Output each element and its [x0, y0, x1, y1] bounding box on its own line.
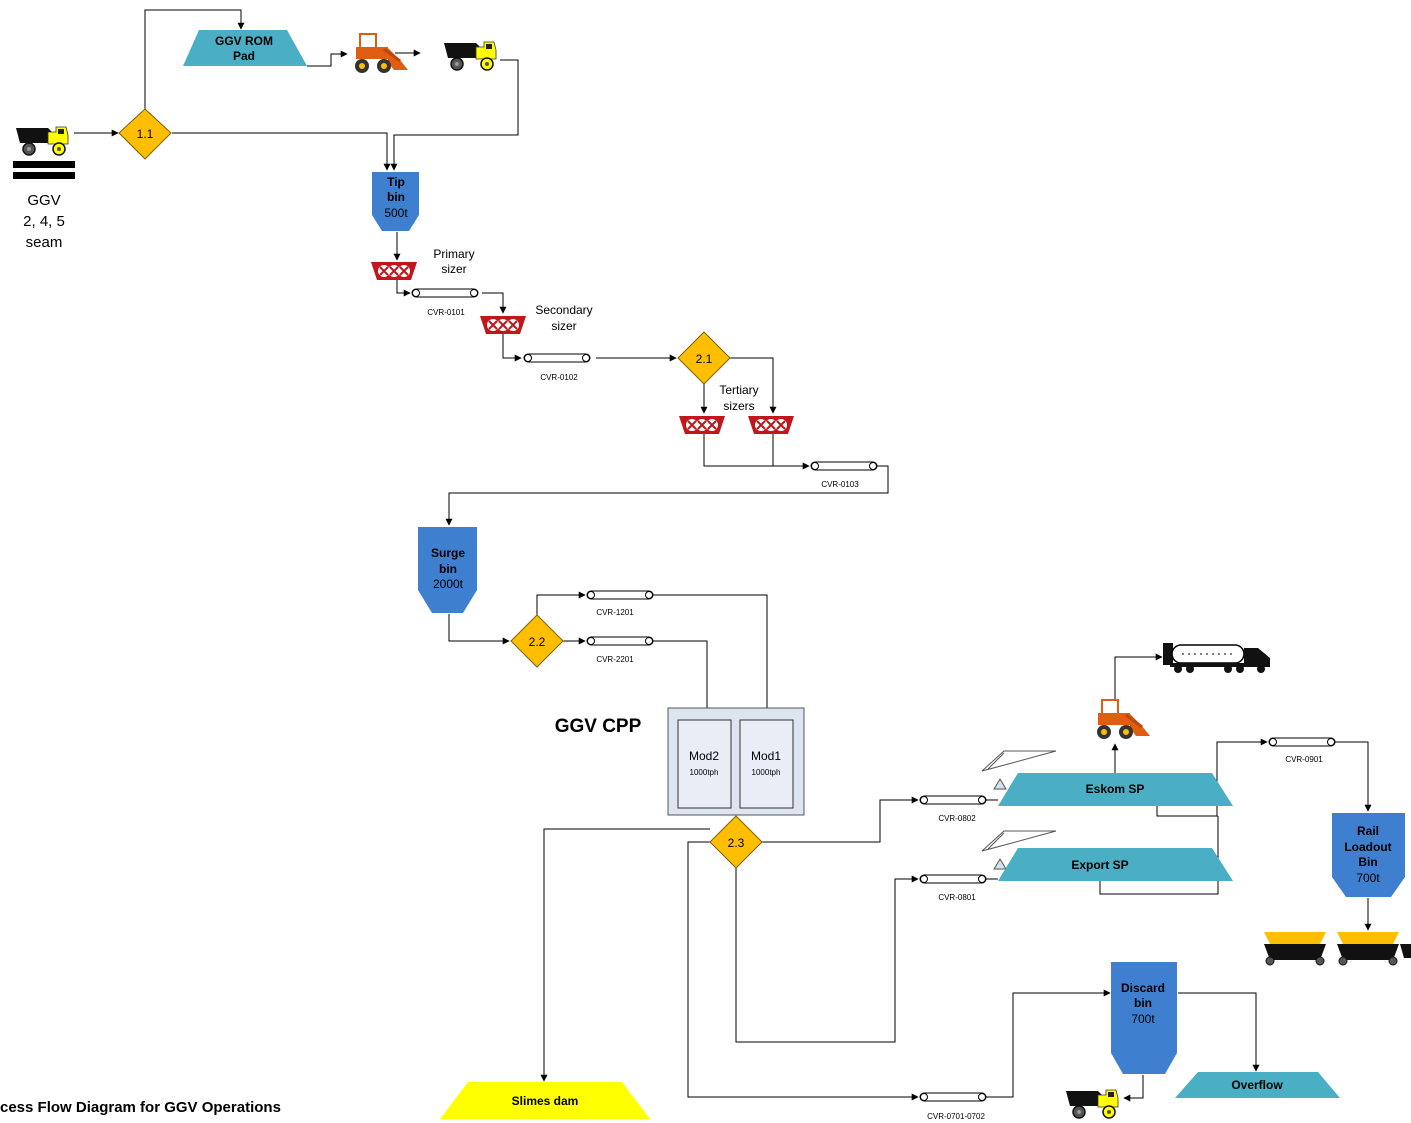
- tertiary-sizers-label-line2: sizers: [723, 399, 754, 413]
- rail-loadout-bin[interactable]: Rail Loadout Bin 700t: [1332, 813, 1405, 897]
- source-label-line3: seam: [26, 234, 63, 251]
- conveyor-cvr-0102-label: CVR-0102: [540, 373, 578, 382]
- slimes-dam-label: Slimes dam: [512, 1094, 579, 1108]
- conveyor-cvr-0901-label: CVR-0901: [1285, 755, 1323, 764]
- rail-bin-label-line3: Bin: [1358, 855, 1377, 869]
- cpp-mod1-name: Mod1: [751, 749, 781, 763]
- truck-icon: [443, 41, 497, 71]
- discard-bin-capacity: 700t: [1131, 1012, 1155, 1026]
- tertiary-sizers-label-line1: Tertiary: [719, 383, 758, 397]
- primary-sizer-label-line2: sizer: [441, 262, 466, 276]
- conveyor-cvr-1201-label: CVR-1201: [596, 608, 634, 617]
- decision-2-3-label: 2.3: [728, 836, 745, 850]
- conveyor-cvr-0102[interactable]: CVR-0102: [523, 353, 591, 382]
- secondary-sizer-icon: [479, 315, 527, 335]
- overflow-stockpile[interactable]: Overflow: [1175, 1072, 1340, 1098]
- surge-bin-label-line2: bin: [439, 562, 457, 576]
- decision-2-2[interactable]: 2.2: [510, 614, 564, 668]
- surge-bin-capacity: 2000t: [433, 577, 464, 591]
- conveyor-cvr-1201[interactable]: CVR-1201: [586, 590, 654, 617]
- conveyor-cvr-2201-label: CVR-2201: [596, 655, 634, 664]
- export-stockpile-label: Export SP: [1071, 858, 1128, 872]
- conveyor-cvr-0101-label: CVR-0101: [427, 308, 465, 317]
- discard-bin[interactable]: Discard bin 700t: [1111, 962, 1177, 1074]
- rail-wagons-icon: [1263, 931, 1411, 966]
- conveyor-cvr-0801-label: CVR-0801: [938, 893, 976, 902]
- cpp-mod2-name: Mod2: [689, 749, 719, 763]
- road-tanker-icon: [1163, 643, 1270, 673]
- conveyor-cvr-0101[interactable]: CVR-0101: [411, 288, 479, 317]
- eskom-stockpile[interactable]: Eskom SP: [998, 773, 1233, 806]
- rom-pad-label-line1: GGV ROM: [215, 34, 273, 48]
- cpp-title: GGV CPP: [555, 716, 642, 737]
- decision-2-3[interactable]: 2.3: [709, 815, 763, 869]
- rom-pad-label-line2: Pad: [233, 49, 255, 63]
- surge-bin-label-line1: Surge: [431, 546, 465, 560]
- tertiary-sizer-1-icon: [678, 415, 726, 435]
- eskom-stockpile-label: Eskom SP: [1086, 782, 1145, 796]
- decision-1-1[interactable]: 1.1: [118, 108, 172, 160]
- seam-marker: [13, 161, 75, 179]
- tip-bin[interactable]: Tip bin 500t: [372, 172, 419, 231]
- source-truck-icon: [15, 126, 69, 156]
- decision-1-1-label: 1.1: [137, 127, 154, 141]
- export-stockpile[interactable]: Export SP: [998, 848, 1233, 881]
- secondary-sizer-label-line1: Secondary: [535, 303, 592, 317]
- cpp-mod2-rate: 1000tph: [690, 768, 719, 777]
- source-label-line1: GGV: [27, 192, 60, 209]
- tip-bin-label-line2: bin: [387, 190, 405, 204]
- rom-pad-stockpile[interactable]: GGV ROM Pad: [183, 30, 307, 66]
- conveyor-cvr-0701-0702[interactable]: CVR-0701-0702: [919, 1092, 987, 1121]
- source-label-line2: 2, 4, 5: [23, 213, 65, 230]
- conveyor-cvr-0901[interactable]: CVR-0901: [1268, 737, 1336, 764]
- conveyor-cvr-0802-label: CVR-0802: [938, 814, 976, 823]
- tip-bin-label-line1: Tip: [387, 175, 405, 189]
- rail-bin-label-line2: Loadout: [1344, 840, 1391, 854]
- decision-2-2-label: 2.2: [529, 635, 546, 649]
- conveyor-cvr-0802[interactable]: CVR-0802: [919, 795, 987, 823]
- conveyor-cvr-0701-0702-label: CVR-0701-0702: [927, 1112, 985, 1121]
- tip-bin-capacity: 500t: [384, 206, 408, 220]
- cpp-mod1-rate: 1000tph: [752, 768, 781, 777]
- decision-2-1-label: 2.1: [696, 352, 713, 366]
- rail-bin-capacity: 700t: [1356, 871, 1380, 885]
- discard-bin-label-line1: Discard: [1121, 981, 1165, 995]
- tertiary-sizer-2-icon: [747, 415, 795, 435]
- diagram-title: cess Flow Diagram for GGV Operations: [0, 1099, 281, 1116]
- rail-bin-label-line1: Rail: [1357, 824, 1379, 838]
- eskom-loader-icon: [1095, 698, 1152, 741]
- discard-bin-label-line2: bin: [1134, 996, 1152, 1010]
- cpp-plant[interactable]: Mod2 1000tph Mod1 1000tph: [667, 707, 805, 816]
- flow-lines: [74, 9, 1372, 1102]
- decision-2-1[interactable]: 2.1: [677, 331, 731, 385]
- slimes-dam[interactable]: Slimes dam: [440, 1082, 650, 1119]
- primary-sizer-label-line1: Primary: [433, 247, 474, 261]
- surge-bin[interactable]: Surge bin 2000t: [418, 527, 477, 613]
- overflow-label: Overflow: [1231, 1078, 1283, 1092]
- cpp-mod2[interactable]: Mod2 1000tph: [677, 719, 732, 809]
- conveyor-cvr-0801[interactable]: CVR-0801: [919, 874, 987, 902]
- conveyor-cvr-0103[interactable]: CVR-0103: [810, 461, 878, 489]
- conveyor-cvr-2201[interactable]: CVR-2201: [586, 636, 654, 664]
- primary-sizer-icon: [370, 261, 418, 281]
- secondary-sizer-label-line2: sizer: [551, 319, 576, 333]
- discard-truck-icon: [1065, 1089, 1119, 1119]
- conveyor-cvr-0103-label: CVR-0103: [821, 480, 859, 489]
- cpp-mod1[interactable]: Mod1 1000tph: [739, 719, 794, 809]
